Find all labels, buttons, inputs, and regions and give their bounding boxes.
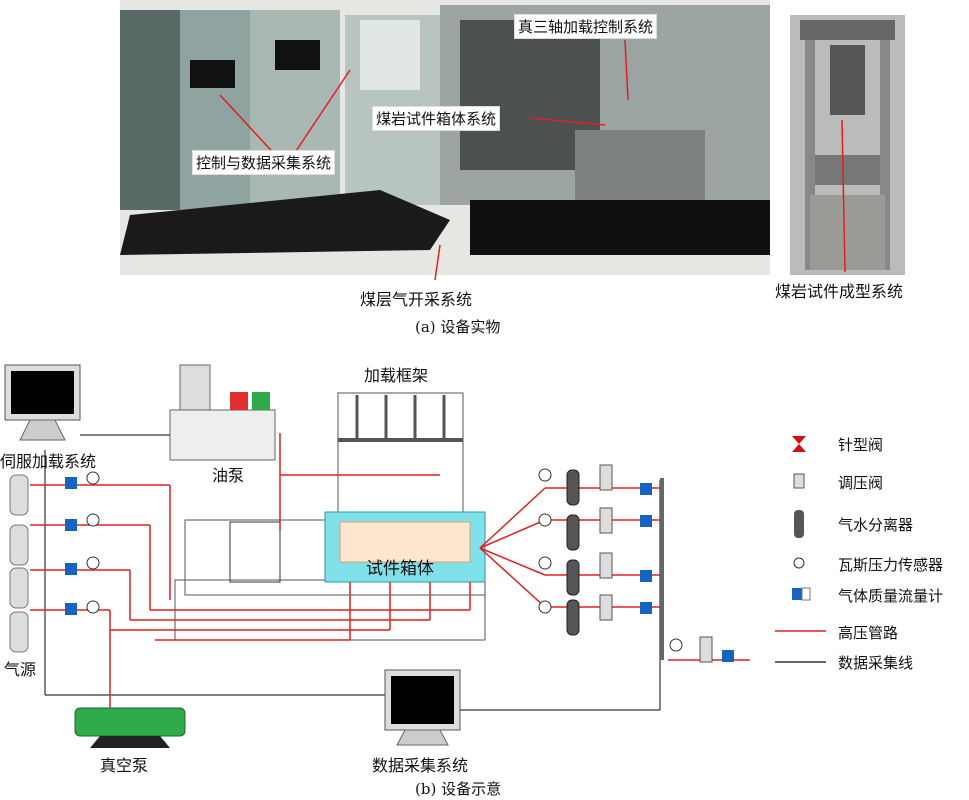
legend-pressure-sensor: 瓦斯压力传感器 (838, 556, 944, 574)
label-cbm-extraction: 煤层气开采系统 (360, 290, 473, 309)
regulator-icons (599, 464, 713, 663)
gas-water-separator-icon (794, 510, 804, 538)
oil-pump-icon (169, 364, 276, 461)
label-loading-frame: 加载框架 (364, 366, 429, 385)
monitor-icon-servo (4, 364, 81, 441)
separator-icons (566, 469, 580, 636)
forming-system-drawing (800, 20, 895, 270)
label-specimen-forming: 煤岩试件成型系统 (775, 282, 904, 301)
legend-data-line: 数据采集线 (838, 654, 914, 672)
gas-pressure-sensor-icon (793, 557, 805, 569)
equipment-photo-drawing (120, 0, 770, 275)
legend-symbols (775, 436, 826, 663)
legend-needle-valve: 针型阀 (838, 436, 884, 454)
caption-b: (b) 设备示意 (415, 780, 502, 798)
forming-system-photo (790, 15, 905, 275)
label-control-acquisition: 控制与数据采集系统 (192, 150, 336, 175)
gas-cylinder-icons (9, 474, 29, 653)
legend-flowmeter: 气体质量流量计 (838, 587, 944, 605)
legend-high-pressure-line: 高压管路 (838, 624, 899, 642)
legend-regulator: 调压阀 (838, 474, 884, 492)
label-vacuum-pump: 真空泵 (100, 756, 149, 775)
label-specimen-box-system: 煤岩试件箱体系统 (372, 106, 501, 131)
pressure-regulator-icon (793, 473, 805, 489)
photo-callout-lines (219, 39, 846, 281)
label-data-acquisition: 数据采集系统 (372, 756, 469, 775)
gas-mass-flowmeter-icon (792, 588, 802, 600)
pressure-sensor-icons (86, 468, 683, 652)
flowmeter-icons (65, 477, 734, 662)
label-triaxial-control: 真三轴加载控制系统 (514, 14, 658, 39)
label-servo-loading: 伺服加载系统 (0, 452, 97, 471)
label-oil-pump: 油泵 (212, 466, 245, 485)
caption-a: (a) 设备实物 (415, 318, 501, 336)
legend-separator: 气水分离器 (838, 516, 914, 534)
vacuum-pump-icon (74, 707, 186, 748)
needle-valve-icon (792, 436, 806, 452)
label-specimen-box: 试件箱体 (366, 559, 434, 579)
label-gas-source: 气源 (4, 660, 37, 679)
monitor-icon-acquisition (384, 669, 461, 746)
equipment-photo (120, 0, 770, 275)
